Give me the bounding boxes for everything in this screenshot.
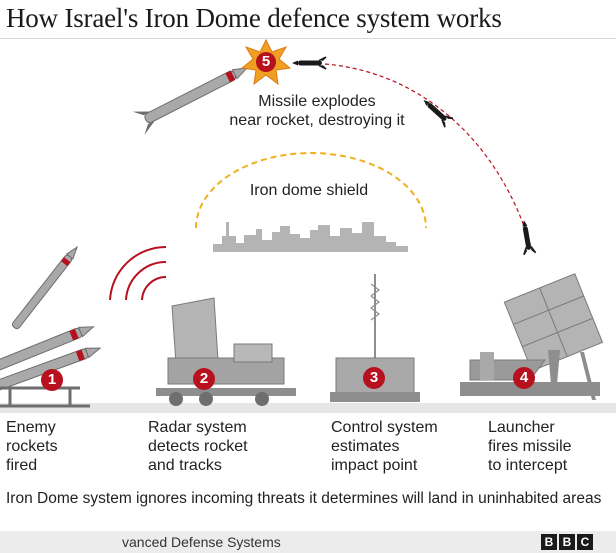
step-badge-1: 1 (40, 368, 64, 392)
title-divider (0, 38, 616, 39)
explosion-label: Missile explodes near rocket, destroying… (229, 93, 405, 129)
step-label-3: Control system estimates impact point (331, 419, 438, 474)
city-skyline-icon (213, 222, 408, 252)
rocket-icon (132, 67, 249, 135)
enemy-rocket-launcher (0, 245, 102, 408)
step-label-2: Radar system detects rocket and tracks (148, 419, 248, 474)
radar-icon (156, 297, 296, 406)
interceptor-missile-icon (522, 220, 537, 256)
step-badge-5: 5 (255, 51, 277, 73)
source-credit: vanced Defense Systems (122, 534, 281, 550)
shield-label: Iron dome shield (249, 182, 369, 199)
step-badge-shape (256, 52, 276, 72)
step-number: 2 (199, 370, 209, 387)
step-number: 3 (369, 369, 379, 386)
bbc-logo-letter: B (559, 534, 575, 550)
step-label-1: Enemy rockets fired (6, 419, 58, 474)
step-number: 1 (47, 371, 57, 388)
page-title: How Israel's Iron Dome defence system wo… (6, 3, 502, 33)
footer-bar (0, 531, 616, 553)
radar-waves-icon (109, 245, 167, 301)
step-number: 5 (261, 53, 271, 70)
step-badge-shape (41, 369, 63, 391)
interceptor-missile-icon (292, 56, 327, 70)
bbc-logo: B B C (541, 534, 593, 550)
interceptor-missile-icon (423, 99, 454, 128)
step-label-4: Launcher fires missile to intercept (488, 419, 572, 474)
step-number: 4 (519, 369, 529, 386)
step-badge-shape (513, 367, 535, 389)
launcher-icon (460, 273, 604, 400)
step-badge-shape (363, 367, 385, 389)
bbc-logo-letter: B (541, 534, 557, 550)
step-badge-2: 2 (192, 367, 216, 391)
ground-strip (0, 403, 616, 413)
bbc-logo-letter: C (577, 534, 593, 550)
iron-dome-shield-arc (195, 152, 427, 229)
step-badge-3: 3 (362, 366, 386, 390)
footnote: Iron Dome system ignores incoming threat… (6, 490, 602, 507)
step-badge-shape (193, 368, 215, 390)
step-badge-4: 4 (512, 366, 536, 390)
